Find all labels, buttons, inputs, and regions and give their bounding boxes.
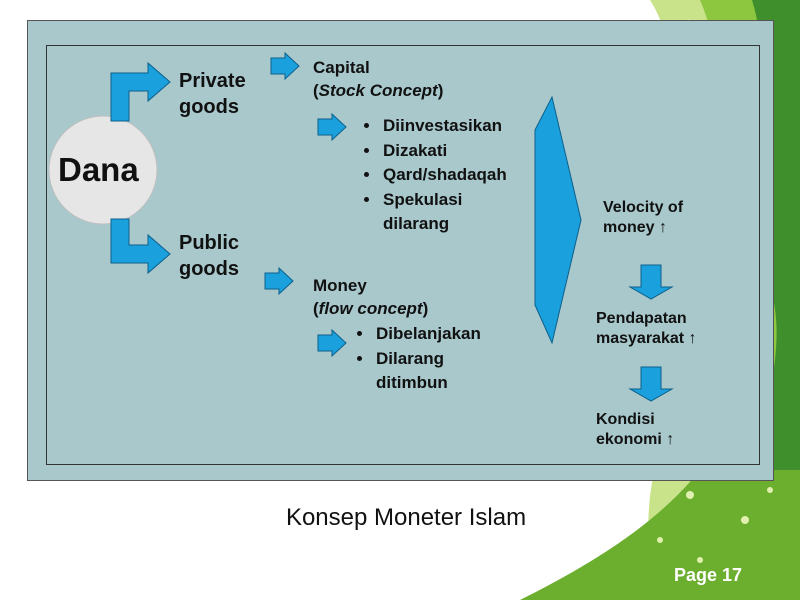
money-item-list: Dibelanjakan Dilarang ditimbun — [354, 322, 524, 396]
page-number: Page 17 — [674, 565, 743, 585]
label-line: Public — [179, 232, 240, 254]
slide-caption: Konsep Moneter Islam — [285, 504, 527, 531]
label-private-goods: Private goods — [179, 68, 246, 120]
up-arrow-icon: ↑ — [666, 431, 675, 448]
label-line: goods — [179, 96, 239, 118]
outcome-line: ekonomi ↑ — [596, 431, 675, 448]
heading-concept: (Stock Concept) — [313, 81, 444, 100]
heading-line: Capital — [313, 58, 370, 77]
down-arrow-2 — [628, 366, 674, 402]
elbow-arrow-public — [110, 218, 171, 275]
label-public-goods: Public goods — [179, 230, 239, 282]
capital-item-list: Diinvestasikan Dizakati Qard/shadaqah Sp… — [361, 114, 541, 237]
up-arrow-icon: ↑ — [688, 330, 697, 347]
heading-money: Money (flow concept) — [313, 274, 428, 320]
big-chevron-arrow — [534, 95, 582, 345]
heading-concept: (flow concept) — [313, 299, 429, 318]
down-arrow-1 — [628, 264, 674, 300]
outcome-line: Velocity of — [603, 199, 684, 216]
arrow-to-money-items — [317, 329, 347, 357]
heading-capital: Capital (Stock Concept) — [313, 56, 443, 102]
outcome-line: money ↑ — [603, 219, 668, 236]
list-item: Dibelanjakan — [374, 322, 524, 347]
green-swoosh-bottom — [520, 470, 800, 600]
list-item: Dizakati — [381, 139, 541, 164]
list-item: Spekulasi dilarang — [381, 188, 493, 237]
dana-circle — [48, 115, 158, 225]
heading-line: Money — [313, 276, 367, 295]
elbow-arrow-private — [110, 61, 171, 122]
outcome-line: Pendapatan — [596, 310, 687, 327]
label-line: goods — [179, 258, 239, 280]
up-arrow-icon: ↑ — [659, 219, 668, 236]
arrow-to-capital — [270, 52, 300, 80]
list-item: Dilarang ditimbun — [374, 347, 476, 396]
outcome-line: Kondisi — [596, 411, 655, 428]
outcome-pendapatan: Pendapatan masyarakat ↑ — [596, 309, 697, 349]
concept-italic: Stock Concept — [318, 81, 438, 100]
list-item: Diinvestasikan — [381, 114, 541, 139]
outcome-line: masyarakat ↑ — [596, 330, 697, 347]
label-line: Private — [179, 70, 246, 92]
list-item: Qard/shadaqah — [381, 163, 541, 188]
center-label-dana: Dana — [58, 151, 139, 188]
outcome-kondisi: Kondisi ekonomi ↑ — [596, 410, 674, 450]
arrow-to-capital-items — [317, 113, 347, 141]
concept-italic: flow concept — [318, 299, 423, 318]
diagram-frame — [46, 45, 760, 465]
arrow-to-money — [264, 267, 294, 295]
outcome-velocity: Velocity of money ↑ — [603, 198, 683, 238]
